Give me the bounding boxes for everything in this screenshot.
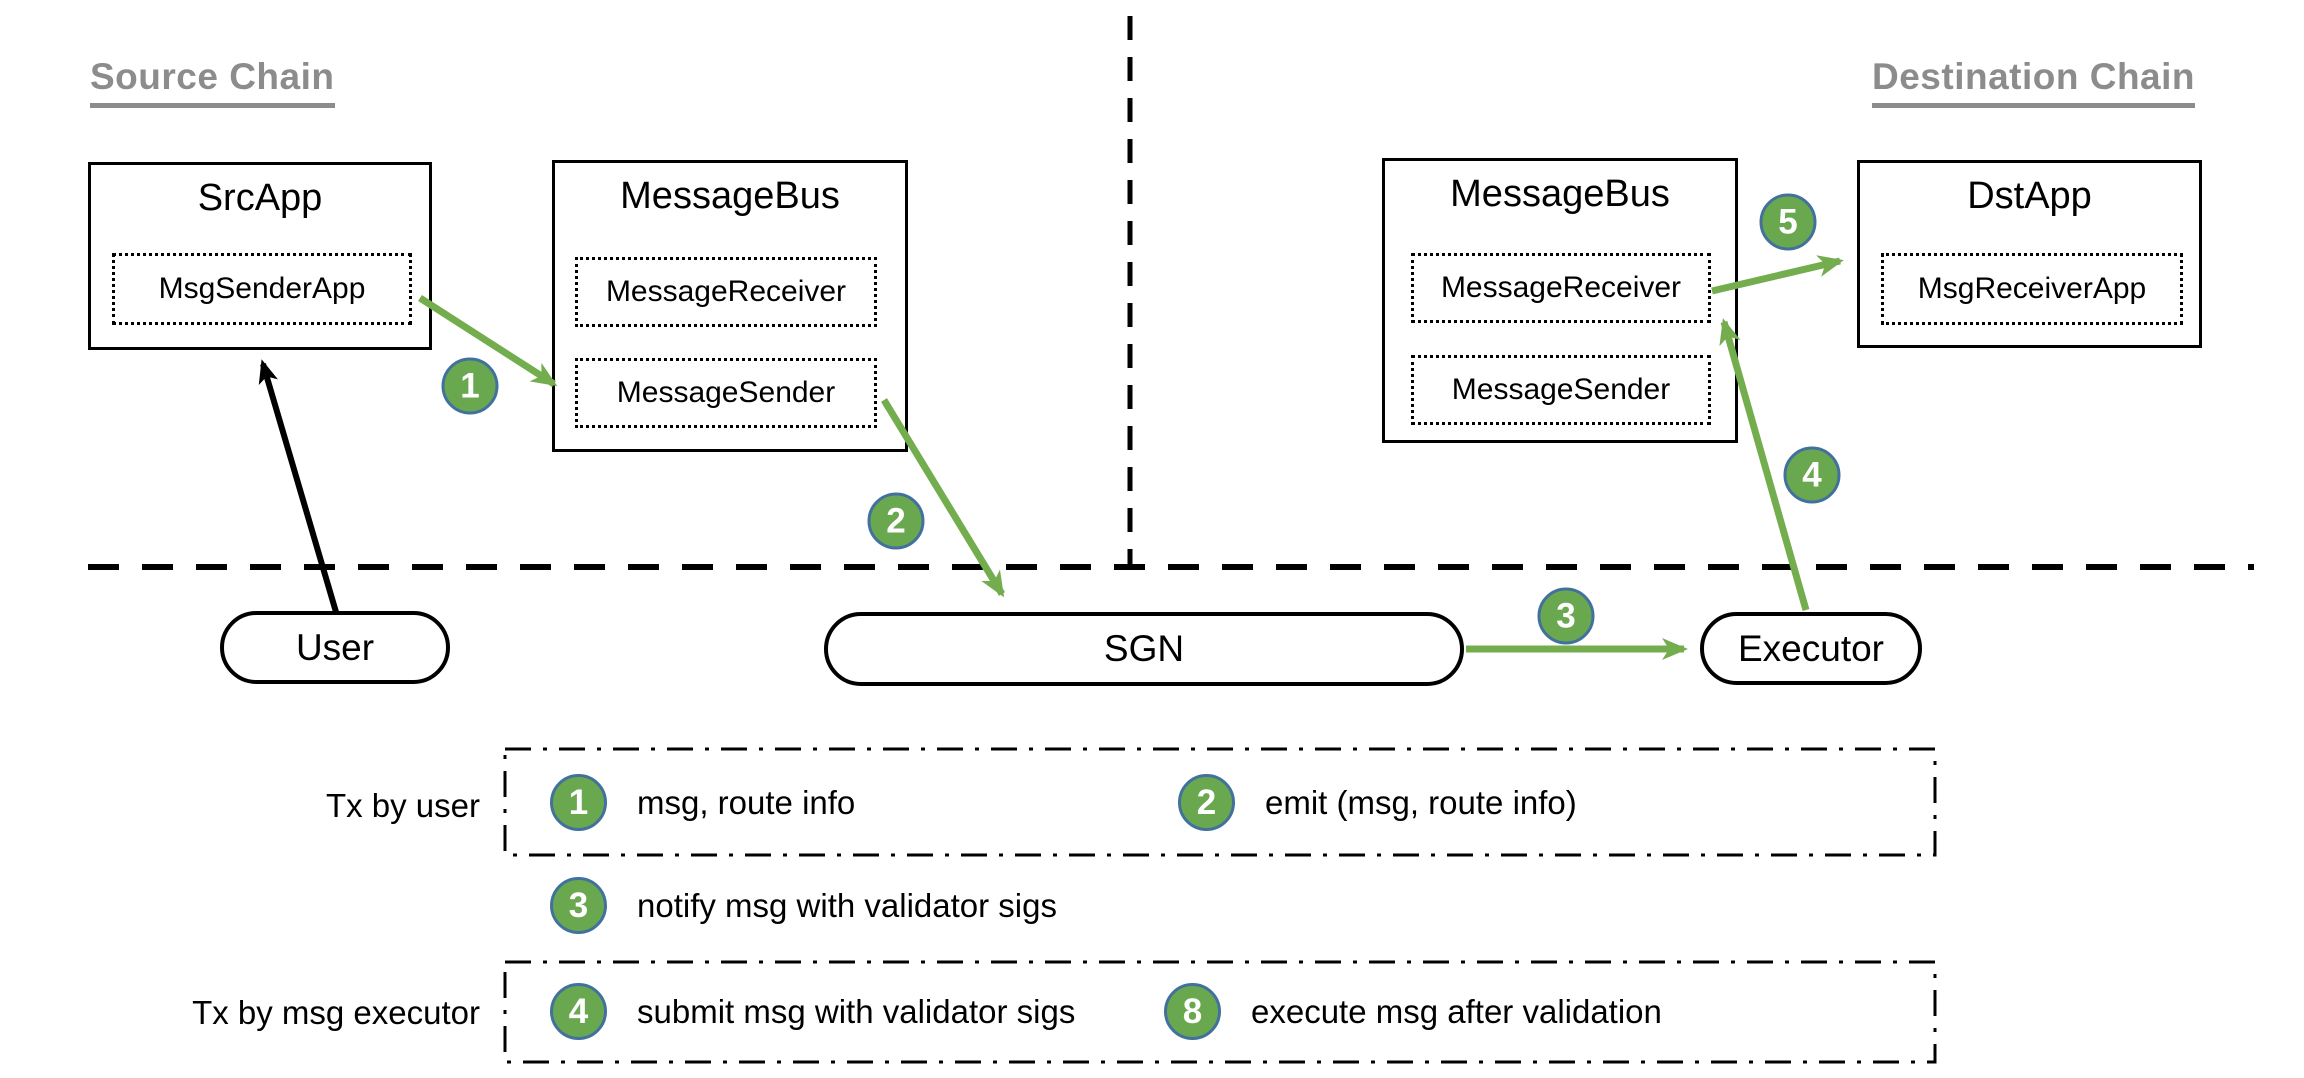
legend-step-3-badge: 3 <box>550 877 607 934</box>
src-app-title: SrcApp <box>197 177 323 219</box>
src-message-receiver-module: MessageReceiver <box>575 257 877 327</box>
legend-item-1-text: msg, route info <box>637 783 856 821</box>
src-message-bus-box: MessageBus MessageReceiver MessageSender <box>552 160 908 452</box>
legend-step-2-badge: 2 <box>1178 774 1235 831</box>
dst-message-bus-title: MessageBus <box>1450 173 1670 215</box>
sgn-pill: SGN <box>824 612 1464 686</box>
dst-message-sender-module: MessageSender <box>1411 355 1711 425</box>
dst-message-receiver-module: MessageReceiver <box>1411 253 1711 323</box>
legend-item-3-text: notify msg with validator sigs <box>637 886 1057 924</box>
legend-step-4-badge: 4 <box>550 983 607 1040</box>
flow-step-1-badge: 1 <box>441 357 499 415</box>
legend-item-1: 1 msg, route info <box>550 774 855 831</box>
legend-label-tx-by-executor: Tx by msg executor <box>192 994 480 1031</box>
legend-step-1-badge: 1 <box>550 774 607 831</box>
src-app-box: SrcApp MsgSenderApp <box>88 162 432 350</box>
executor-pill: Executor <box>1700 612 1922 685</box>
flow-step-5-badge: 5 <box>1759 193 1817 251</box>
flow-step-2-badge: 2 <box>867 492 925 550</box>
legend-item-8-text: execute msg after validation <box>1251 992 1662 1030</box>
legend-item-2: 2 emit (msg, route info) <box>1178 774 1577 831</box>
legend-item-4-text: submit msg with validator sigs <box>637 992 1076 1030</box>
msg-sender-app-module: MsgSenderApp <box>112 253 412 325</box>
flow-step-3-badge: 3 <box>1537 587 1595 645</box>
arrow-user-to-srcapp <box>258 359 339 613</box>
legend-item-8: 8 execute msg after validation <box>1164 983 1662 1040</box>
legend-step-8-badge: 8 <box>1164 983 1221 1040</box>
flow-step-4-badge: 4 <box>1783 446 1841 504</box>
legend-label-tx-by-user: Tx by user <box>325 787 480 824</box>
msg-receiver-app-module: MsgReceiverApp <box>1881 253 2183 325</box>
src-message-sender-module: MessageSender <box>575 358 877 428</box>
dst-app-box: DstApp MsgReceiverApp <box>1857 160 2202 348</box>
dst-message-bus-box: MessageBus MessageReceiver MessageSender <box>1382 158 1738 443</box>
legend-item-3: 3 notify msg with validator sigs <box>550 877 1057 934</box>
user-pill: User <box>220 611 450 684</box>
legend-item-2-text: emit (msg, route info) <box>1265 783 1577 821</box>
destination-chain-heading: Destination Chain <box>1872 56 2196 108</box>
source-chain-heading: Source Chain <box>90 56 335 108</box>
legend-item-4: 4 submit msg with validator sigs <box>550 983 1075 1040</box>
dst-app-title: DstApp <box>1967 175 2092 217</box>
src-message-bus-title: MessageBus <box>620 175 840 217</box>
